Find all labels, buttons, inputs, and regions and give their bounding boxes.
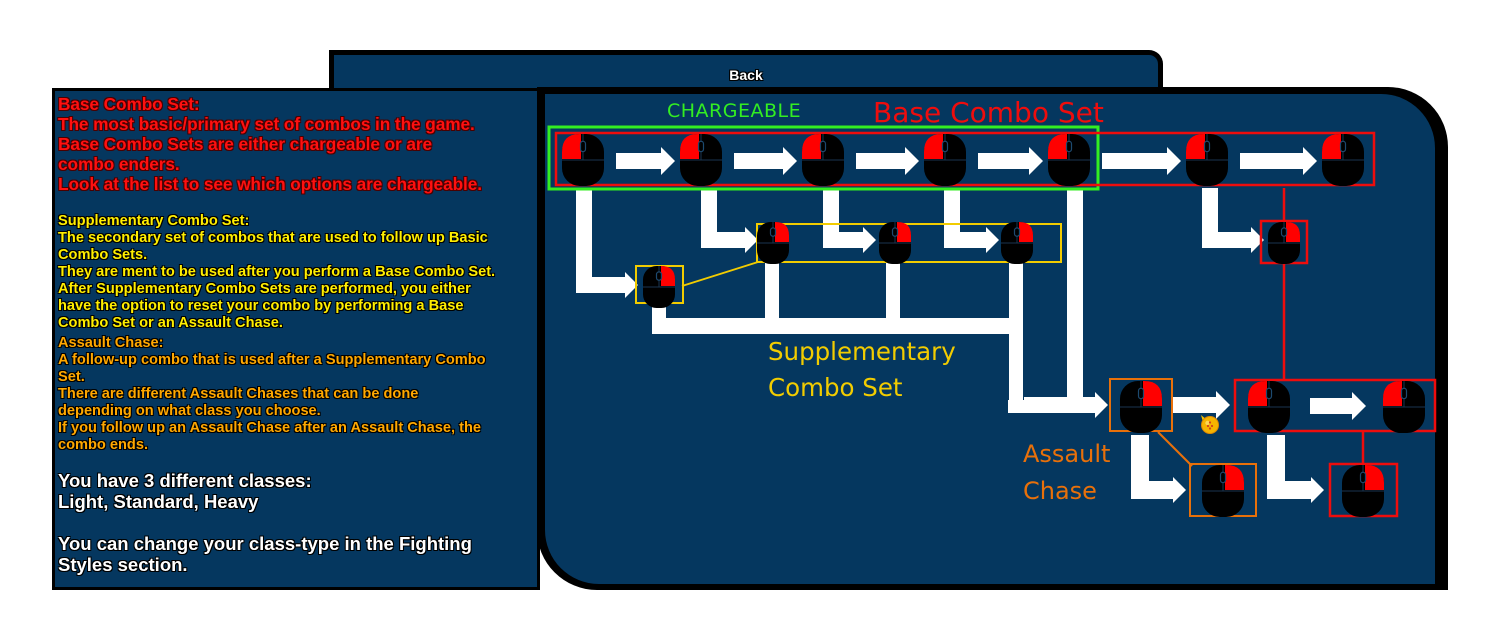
arrow-right [1310, 392, 1366, 420]
arrow-to-supplementary [701, 188, 758, 253]
text-line: Set. [58, 369, 85, 385]
arrow-right [616, 147, 675, 175]
text-line: If you follow up an Assault Chase after … [58, 420, 482, 436]
arrow-right [856, 147, 919, 175]
ender-box [1233, 378, 1437, 433]
chargeable-label: CHARGEABLE [667, 100, 802, 122]
text-line: Combo Set or an Assault Chase. [58, 315, 283, 331]
chargeable-box [547, 125, 1100, 191]
connector-bar [765, 263, 779, 321]
mouse-left-click-icon [1383, 381, 1425, 433]
dragon-ball-cursor-icon [1201, 415, 1219, 434]
text-line: Styles section. [58, 554, 188, 575]
mouse-right-click-icon [1120, 381, 1162, 433]
mouse-left-click-icon [924, 134, 966, 186]
connector-bar [652, 306, 666, 334]
text-line: depending on what class you choose. [58, 403, 321, 419]
arrow-to-assault-2 [1131, 435, 1186, 503]
base-combo-title: Base Combo Set: [58, 94, 200, 114]
mouse-left-click-icon [680, 134, 722, 186]
text-line: You have 3 different classes: [58, 470, 312, 491]
arrow-to-supplementary [576, 188, 638, 298]
text-line: The most basic/primary set of combos in … [58, 114, 475, 134]
arrow-right [1173, 391, 1230, 419]
assault-chase-title: Assault Chase: [58, 335, 164, 351]
arrow-right [1102, 147, 1181, 175]
label-line: Assault [1023, 440, 1111, 468]
supplementary-combo-description: Supplementary Combo Set: The secondary s… [58, 213, 537, 332]
assault-chase-label: Assault Chase [1023, 436, 1110, 510]
connector-bar [886, 263, 900, 321]
label-line: Supplementary [768, 337, 956, 366]
mouse-left-click-icon [1048, 134, 1090, 186]
connector-line [681, 261, 759, 287]
text-line: After Supplementary Combo Sets are perfo… [58, 281, 471, 297]
change-class-description: You can change your class-type in the Fi… [58, 533, 537, 575]
mouse-left-click-icon [1322, 134, 1364, 186]
arrow-right [1240, 147, 1317, 175]
text-line: Base Combo Sets are either chargeable or… [58, 134, 433, 154]
text-line: have the option to reset your combo by p… [58, 298, 464, 314]
mouse-right-click-icon [643, 266, 675, 308]
arrow-to-supplementary [823, 188, 876, 253]
info-panel: Base Combo Set: The most basic/primary s… [52, 88, 540, 590]
mouse-right-click-icon [1202, 465, 1244, 517]
text-line: They are ment to be used after you perfo… [58, 264, 496, 280]
mouse-left-click-icon [562, 134, 604, 186]
arrow-to-branch [1202, 188, 1264, 253]
connector-bar [652, 318, 1023, 334]
label-line: Combo Set [768, 373, 903, 402]
back-button-label: Back [729, 67, 763, 83]
mouse-right-click-icon [1342, 465, 1384, 517]
arrow-right [734, 147, 797, 175]
arrow-right [978, 147, 1043, 175]
base-combo-set-box [554, 131, 1376, 187]
supplementary-combo-title: Supplementary Combo Set: [58, 213, 250, 229]
mouse-right-click-icon [1268, 222, 1300, 264]
connector-bar [1009, 263, 1023, 321]
supplementary-combo-set-label: Supplementary Combo Set [768, 334, 956, 406]
base-combo-description: Base Combo Set: The most basic/primary s… [58, 94, 537, 194]
arrow-to-supplementary [944, 188, 999, 253]
mouse-right-click-icon [879, 222, 911, 264]
mouse-left-click-icon [1186, 134, 1228, 186]
text-line: Combo Sets. [58, 247, 148, 263]
label-line: Chase [1023, 477, 1097, 505]
base-combo-set-label: Base Combo Set [873, 96, 1104, 129]
mouse-right-click-icon [757, 222, 789, 264]
mouse-right-click-icon [1001, 222, 1033, 264]
class-list: Light, Standard, Heavy [58, 491, 259, 512]
connector-bar [1067, 188, 1083, 408]
connector-line [1157, 431, 1193, 467]
text-line: You can change your class-type in the Fi… [58, 533, 472, 554]
mouse-left-click-icon [802, 134, 844, 186]
mouse-left-click-icon [1248, 381, 1290, 433]
text-line: combo ends. [58, 437, 149, 453]
text-line: There are different Assault Chases that … [58, 386, 419, 402]
text-line: The secondary set of combos that are use… [58, 230, 488, 246]
text-line: Look at the list to see which options ar… [58, 174, 482, 194]
text-line: combo enders. [58, 154, 180, 174]
text-line: A follow-up combo that is used after a S… [58, 352, 486, 368]
classes-description: You have 3 different classes: Light, Sta… [58, 470, 537, 512]
arrow-to-ender [1267, 435, 1324, 503]
assault-chase-description: Assault Chase: A follow-up combo that is… [58, 335, 537, 454]
connector-bar [1009, 318, 1023, 412]
